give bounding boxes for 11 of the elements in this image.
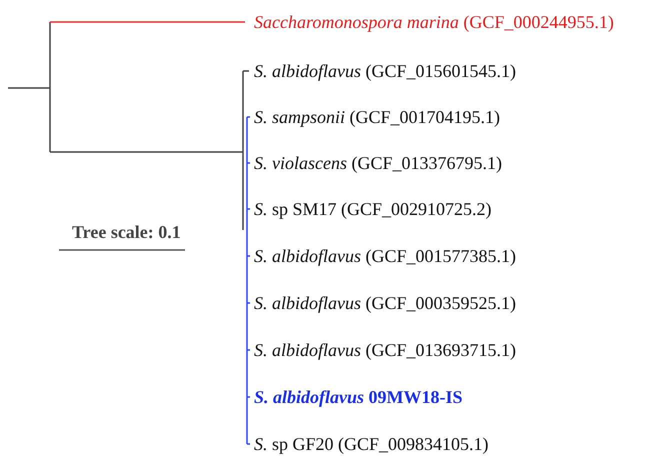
leaf-label: S. albidoflavus 09MW18-IS	[254, 386, 463, 408]
leaf-label: S. sp SM17 (GCF_002910725.2)	[254, 198, 492, 220]
tree-scale-label: Tree scale: 0.1	[72, 222, 181, 243]
leaf-label: S. albidoflavus (GCF_001577385.1)	[254, 245, 516, 267]
leaf-label: S. sp GF20 (GCF_009834105.1)	[254, 433, 489, 455]
leaf-label: S. sampsonii (GCF_001704195.1)	[254, 106, 500, 128]
leaf-label: S. violascens (GCF_013376795.1)	[254, 152, 502, 174]
leaf-label: S. albidoflavus (GCF_000359525.1)	[254, 292, 516, 314]
leaf-label: S. albidoflavus (GCF_015601545.1)	[254, 60, 516, 82]
leaf-label: S. albidoflavus (GCF_013693715.1)	[254, 339, 516, 361]
leaf-label: Saccharomonospora marina (GCF_000244955.1)	[254, 11, 614, 33]
